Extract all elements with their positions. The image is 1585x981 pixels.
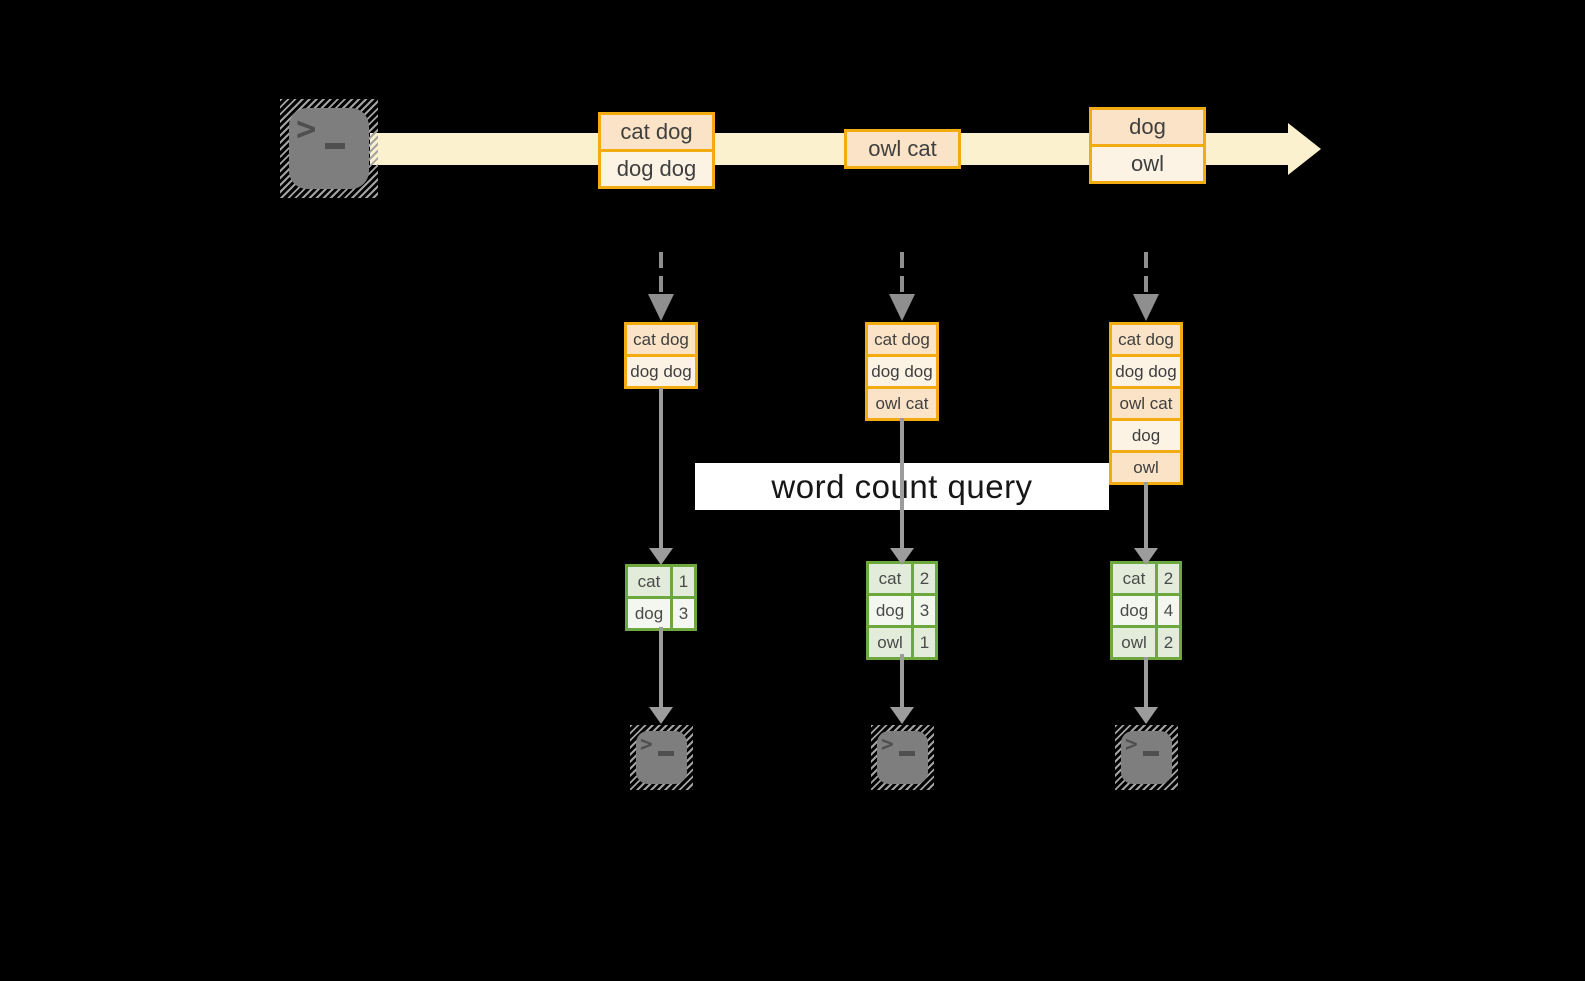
result-count-cell: 3 xyxy=(673,599,694,628)
flow-arrowhead-icon xyxy=(890,548,914,565)
result-count-cell: 2 xyxy=(1158,564,1179,593)
flow-arrow-line xyxy=(1144,657,1148,707)
result-count-cell: 2 xyxy=(1158,628,1179,657)
result-word-cell: cat xyxy=(869,564,911,593)
dashed-arrowhead-icon xyxy=(1133,294,1159,321)
input-table-3: cat dog dog dog owl cat dog owl xyxy=(1109,322,1183,485)
dashed-arrowhead-icon xyxy=(889,294,915,321)
terminal-body xyxy=(1121,731,1172,784)
flow-arrowhead-icon xyxy=(649,548,673,565)
result-word-cell: cat xyxy=(628,567,670,596)
input-row: dog dog xyxy=(868,354,936,386)
input-row: dog dog xyxy=(627,354,695,386)
event-line: owl cat xyxy=(847,132,958,166)
dashed-arrow-line xyxy=(659,252,663,294)
flow-arrowhead-icon xyxy=(649,707,673,724)
input-table-1: cat dog dog dog xyxy=(624,322,698,389)
prompt-chevron-icon: > xyxy=(1125,732,1138,756)
event-line: dog xyxy=(1092,110,1203,144)
input-table-2: cat dog dog dog owl cat xyxy=(865,322,939,421)
prompt-cursor-icon xyxy=(1143,751,1159,756)
result-word-cell: dog xyxy=(1113,596,1155,625)
output-terminal-icon: > xyxy=(871,725,934,790)
result-count-cell: 1 xyxy=(673,567,694,596)
input-row: cat dog xyxy=(1112,325,1180,354)
terminal-body xyxy=(636,731,687,784)
result-count-cell: 2 xyxy=(914,564,935,593)
prompt-cursor-icon xyxy=(899,751,915,756)
output-terminal-icon: > xyxy=(630,725,693,790)
event-line: cat dog xyxy=(601,115,712,149)
stream-arrowhead-icon xyxy=(1288,123,1321,175)
source-terminal-icon: > xyxy=(280,99,378,198)
result-table-2: cat 2 dog 3 owl 1 xyxy=(866,561,938,660)
input-row: owl cat xyxy=(868,386,936,418)
event-box-2: owl cat xyxy=(844,129,961,169)
result-word-cell: owl xyxy=(1113,628,1155,657)
dashed-arrow-line xyxy=(1144,252,1148,294)
result-word-cell: dog xyxy=(628,599,670,628)
prompt-chevron-icon: > xyxy=(296,109,317,149)
flow-arrowhead-icon xyxy=(890,707,914,724)
event-box-1: cat dog dog dog xyxy=(598,112,715,189)
output-terminal-icon: > xyxy=(1115,725,1178,790)
prompt-chevron-icon: > xyxy=(640,732,653,756)
input-row: owl cat xyxy=(1112,386,1180,418)
result-table-3: cat 2 dog 4 owl 2 xyxy=(1110,561,1182,660)
input-row: cat dog xyxy=(627,325,695,354)
input-row: owl xyxy=(1112,450,1180,482)
result-word-cell: owl xyxy=(869,628,911,657)
result-table-1: cat 1 dog 3 xyxy=(625,564,697,631)
result-count-cell: 4 xyxy=(1158,596,1179,625)
result-word-cell: dog xyxy=(869,596,911,625)
result-count-cell: 1 xyxy=(914,628,935,657)
flow-arrow-line xyxy=(900,418,904,548)
flow-arrow-line xyxy=(659,627,663,707)
terminal-body xyxy=(877,731,928,784)
flow-arrow-line xyxy=(1144,482,1148,548)
flow-arrow-line xyxy=(900,654,904,707)
event-line: dog dog xyxy=(601,149,712,186)
event-line: owl xyxy=(1092,144,1203,181)
input-row: cat dog xyxy=(868,325,936,354)
flow-arrowhead-icon xyxy=(1134,707,1158,724)
flow-arrow-line xyxy=(659,388,663,548)
result-count-cell: 3 xyxy=(914,596,935,625)
input-row: dog dog xyxy=(1112,354,1180,386)
prompt-chevron-icon: > xyxy=(881,732,894,756)
dashed-arrow-line xyxy=(900,252,904,294)
input-row: dog xyxy=(1112,418,1180,450)
flow-arrowhead-icon xyxy=(1134,548,1158,565)
prompt-cursor-icon xyxy=(325,143,345,149)
event-box-3: dog owl xyxy=(1089,107,1206,184)
dashed-arrowhead-icon xyxy=(648,294,674,321)
prompt-cursor-icon xyxy=(658,751,674,756)
result-word-cell: cat xyxy=(1113,564,1155,593)
